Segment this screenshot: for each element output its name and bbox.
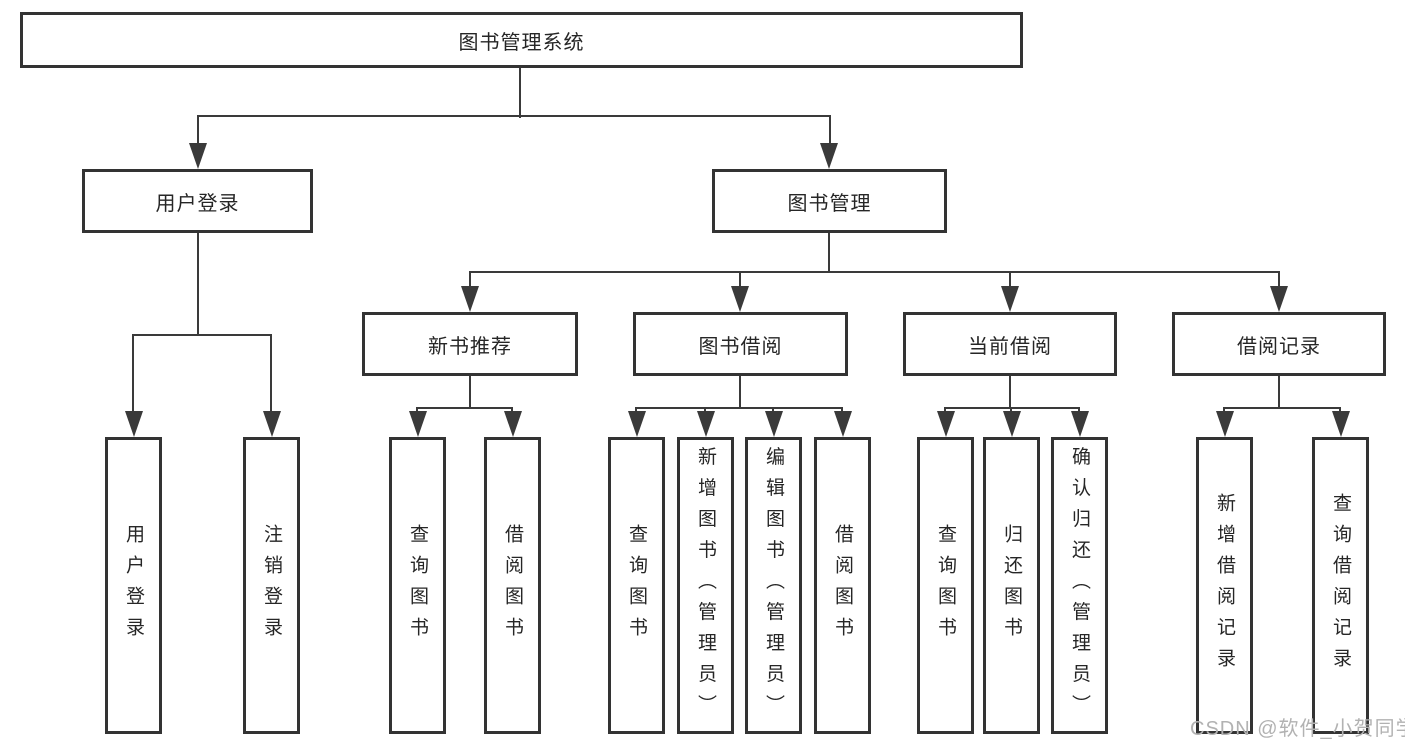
node-borrow-records: 借阅记录 (1172, 312, 1386, 376)
leaf-user-login-label: 用户登录 (123, 523, 144, 648)
arrowhead-icon (820, 143, 838, 169)
leaf-logout-label: 注销登录 (261, 523, 282, 648)
connector-drop (270, 334, 272, 414)
node-current-borrow: 当前借阅 (903, 312, 1117, 376)
connector-drop (1278, 271, 1280, 289)
connector-drop (829, 115, 831, 145)
leaf-user-login: 用户登录 (105, 437, 162, 734)
node-book-management-label: 图书管理 (787, 192, 872, 215)
connector-drop (1009, 271, 1011, 289)
connector-borrow-branch (635, 407, 843, 409)
leaf-add-books-admin-label: 新增图书（管理员） (695, 446, 716, 725)
leaf-return-books-label: 归还图书 (1001, 523, 1022, 648)
node-user-login: 用户登录 (82, 169, 313, 233)
arrowhead-icon (1003, 411, 1021, 437)
node-book-borrow-label: 图书借阅 (698, 335, 783, 358)
connector-current-stem (1009, 376, 1011, 409)
connector-borrow-stem (739, 376, 741, 409)
arrowhead-icon (189, 143, 207, 169)
arrowhead-icon (628, 411, 646, 437)
node-root-label: 图书管理系统 (458, 31, 585, 54)
leaf-add-books-admin: 新增图书（管理员） (677, 437, 734, 734)
connector-records-branch (1223, 407, 1341, 409)
arrowhead-icon (409, 411, 427, 437)
arrowhead-icon (697, 411, 715, 437)
leaf-query-borrow-record: 查询借阅记录 (1312, 437, 1369, 734)
arrowhead-icon (461, 286, 479, 312)
leaf-query-books-current-label: 查询图书 (935, 523, 956, 648)
connector-drop (197, 115, 199, 145)
arrowhead-icon (125, 411, 143, 437)
leaf-borrow-books-recommend-label: 借阅图书 (502, 523, 523, 648)
node-new-book-recommend-label: 新书推荐 (428, 335, 512, 358)
node-user-login-label: 用户登录 (155, 192, 240, 215)
leaf-query-books-borrow-label: 查询图书 (626, 523, 647, 648)
arrowhead-icon (834, 411, 852, 437)
leaf-confirm-return-admin: 确认归还（管理员） (1051, 437, 1108, 734)
leaf-edit-books-admin: 编辑图书（管理员） (745, 437, 802, 734)
leaf-query-borrow-record-label: 查询借阅记录 (1330, 492, 1351, 679)
leaf-borrow-books-recommend: 借阅图书 (484, 437, 541, 734)
leaf-query-books-borrow: 查询图书 (608, 437, 665, 734)
connector-root-branch (197, 115, 831, 117)
arrowhead-icon (1071, 411, 1089, 437)
connector-root-stem (519, 68, 521, 118)
connector-book-mgmt-branch (469, 271, 1280, 273)
connector-drop (469, 271, 471, 289)
arrowhead-icon (765, 411, 783, 437)
leaf-query-books-recommend: 查询图书 (389, 437, 446, 734)
connector-drop (132, 334, 134, 414)
arrowhead-icon (263, 411, 281, 437)
arrowhead-icon (1270, 286, 1288, 312)
arrowhead-icon (731, 286, 749, 312)
leaf-query-books-recommend-label: 查询图书 (407, 523, 428, 648)
connector-user-login-branch (132, 334, 272, 336)
arrowhead-icon (937, 411, 955, 437)
leaf-confirm-return-admin-label: 确认归还（管理员） (1069, 446, 1090, 725)
node-book-borrow: 图书借阅 (633, 312, 848, 376)
leaf-borrow-books-label: 借阅图书 (832, 523, 853, 648)
watermark: CSDN @软件_小贺同学 (1190, 718, 1405, 740)
node-book-management: 图书管理 (712, 169, 947, 233)
leaf-logout: 注销登录 (243, 437, 300, 734)
arrowhead-icon (1332, 411, 1350, 437)
leaf-borrow-books: 借阅图书 (814, 437, 871, 734)
connector-records-stem (1278, 376, 1280, 409)
leaf-return-books: 归还图书 (983, 437, 1040, 734)
node-borrow-records-label: 借阅记录 (1237, 335, 1321, 358)
arrowhead-icon (1216, 411, 1234, 437)
leaf-query-books-current: 查询图书 (917, 437, 974, 734)
node-current-borrow-label: 当前借阅 (968, 335, 1052, 358)
arrowhead-icon (1001, 286, 1019, 312)
connector-book-mgmt-stem (828, 233, 830, 273)
connector-recommend-branch (416, 407, 513, 409)
connector-current-branch (944, 407, 1080, 409)
leaf-add-borrow-record: 新增借阅记录 (1196, 437, 1253, 734)
connector-recommend-stem (469, 376, 471, 409)
connector-drop (739, 271, 741, 289)
arrowhead-icon (504, 411, 522, 437)
node-new-book-recommend: 新书推荐 (362, 312, 578, 376)
connector-user-login-stem (197, 233, 199, 336)
node-root: 图书管理系统 (20, 12, 1023, 68)
leaf-edit-books-admin-label: 编辑图书（管理员） (763, 446, 784, 725)
leaf-add-borrow-record-label: 新增借阅记录 (1214, 492, 1235, 679)
